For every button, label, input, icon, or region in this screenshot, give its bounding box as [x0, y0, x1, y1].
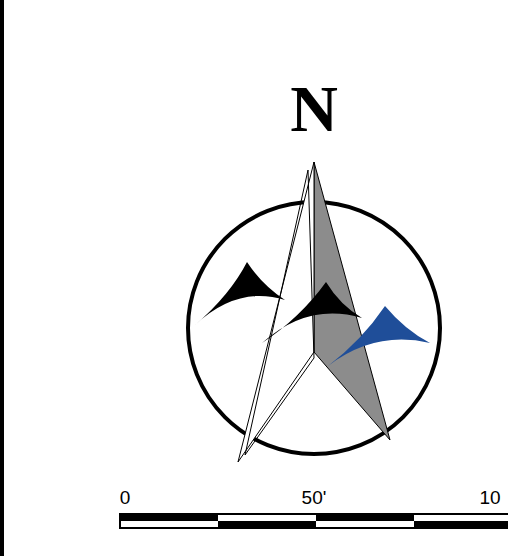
frame-border [0, 0, 4, 556]
scale-bar [120, 514, 508, 528]
north-label: N [290, 76, 338, 142]
bird-symbol [328, 306, 430, 366]
scale-label: 10 [479, 488, 500, 507]
bird-symbol [195, 262, 285, 325]
scale-label: 50' [302, 488, 327, 507]
scale-label: 0 [120, 488, 131, 507]
bird-symbol [262, 282, 362, 343]
